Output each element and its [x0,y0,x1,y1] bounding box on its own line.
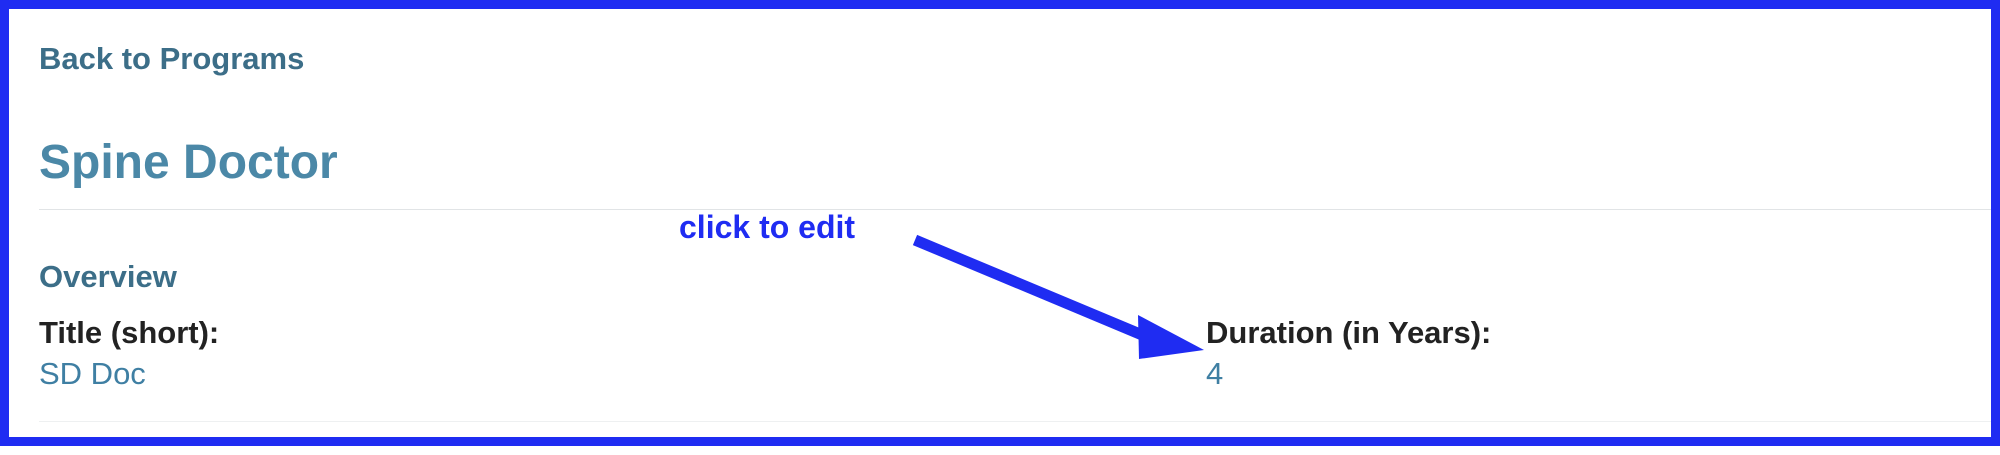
section-divider [39,421,1991,422]
program-detail-page: Back to Programs Spine Doctor Overview T… [39,9,1991,437]
page-title: Spine Doctor [39,136,338,189]
title-short-value[interactable]: SD Doc [39,356,146,391]
back-to-programs-link[interactable]: Back to Programs [39,41,305,76]
duration-value[interactable]: 4 [1206,356,1224,391]
click-to-edit-annotation: click to edit [679,209,856,245]
title-divider [39,209,1991,210]
overview-heading: Overview [39,259,177,294]
title-short-label: Title (short): [39,315,220,350]
duration-label: Duration (in Years): [1206,315,1492,350]
